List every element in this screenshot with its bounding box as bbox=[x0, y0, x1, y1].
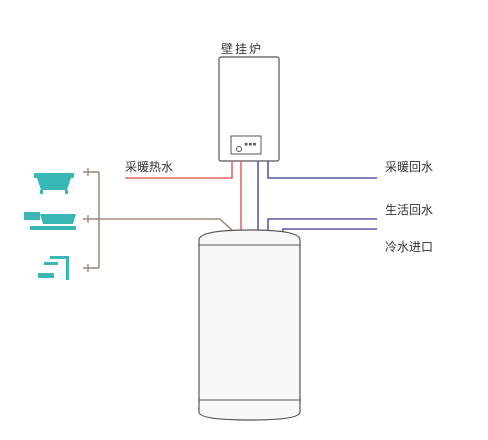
label-heating-return: 采暖回水 bbox=[385, 160, 434, 174]
boiler-body bbox=[218, 56, 280, 162]
pipe-domestic-return bbox=[267, 218, 377, 232]
bathtub-icon bbox=[34, 173, 74, 194]
pipe-heating-supply bbox=[125, 161, 233, 179]
pipe-domestic-hot bbox=[99, 218, 235, 233]
washbasin-icon bbox=[24, 212, 76, 230]
tank-body bbox=[198, 229, 301, 421]
pipe-heating-return bbox=[267, 161, 377, 179]
label-heating-supply: 采暖热水 bbox=[125, 160, 174, 174]
shower-icon bbox=[38, 256, 69, 280]
boiler-unit: ▪▪▪ bbox=[218, 56, 280, 162]
water-tank bbox=[198, 229, 301, 421]
label-domestic-return: 生活回水 bbox=[385, 203, 434, 217]
boiler-display-glyph: ▪▪▪ bbox=[244, 140, 257, 148]
pipe-cold-inlet bbox=[282, 228, 377, 234]
label-cold-water-inlet: 冷水进口 bbox=[385, 240, 434, 254]
boiler-knob bbox=[236, 146, 242, 152]
boiler-title: 壁挂炉 bbox=[221, 42, 264, 56]
